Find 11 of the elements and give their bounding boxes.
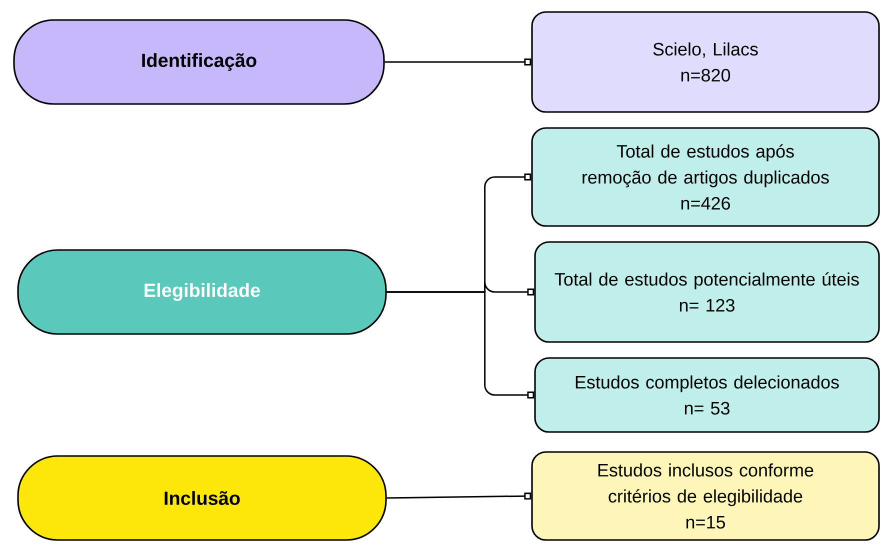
stage-pill: Inclusão xyxy=(17,455,387,541)
result-box: Total de estudos após remoção de artigos duplicados n=426 xyxy=(531,127,880,227)
result-box: Estudos inclusos conforme critérios de elegibilidade n=15 xyxy=(531,451,880,541)
connector xyxy=(384,58,532,66)
connector xyxy=(386,492,532,500)
result-box: Estudos completos delecionados n= 53 xyxy=(534,357,880,433)
result-box: Scielo, Lilacs n=820 xyxy=(531,11,880,113)
result-box: Total de estudos potencialmente úteis n= 123 xyxy=(534,241,880,343)
stage-pill: Identificação xyxy=(13,19,385,105)
connector xyxy=(386,291,534,398)
stage-pill: Elegibilidade xyxy=(17,249,387,335)
